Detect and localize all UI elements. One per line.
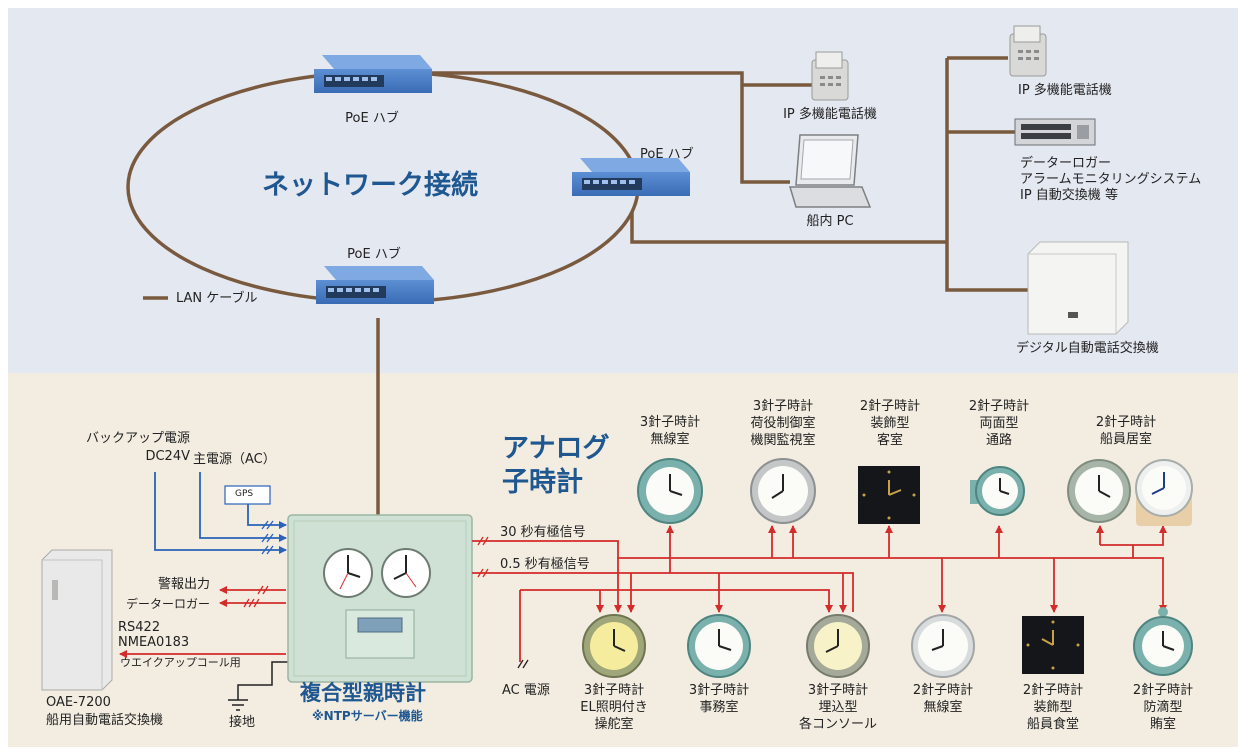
bottom-clock-label-6: 2針子時計 防滴型 賄室 bbox=[1132, 683, 1194, 732]
clock-bottom-galley bbox=[1133, 607, 1193, 676]
gps-label: GPS bbox=[235, 489, 254, 499]
rack-server bbox=[1014, 118, 1096, 146]
rs422-label: RS422 NMEA0183 bbox=[118, 620, 190, 650]
clock-bottom-bridge bbox=[582, 614, 646, 678]
poe-hub-2 bbox=[572, 158, 690, 196]
pc-label: 船内 PC bbox=[806, 214, 854, 229]
signal-05-label: 0.5 秒有極信号 bbox=[500, 557, 590, 572]
top-clock-label-5: 2針子時計 船員居室 bbox=[1095, 415, 1157, 447]
clock-bottom-office bbox=[687, 614, 751, 678]
top-clock-label-4: 2針子時計 両面型 通路 bbox=[968, 399, 1030, 448]
top-clock-label-2: 3針子時計 荷役制御室 機関監視室 bbox=[750, 399, 816, 448]
data-logger-label: データーロガー bbox=[125, 597, 210, 611]
clock-top-cargo-control bbox=[750, 458, 816, 524]
poe-hub-label-2: PoE ハブ bbox=[640, 147, 694, 162]
exchange-wires bbox=[119, 586, 286, 658]
clock-bottom-console bbox=[806, 614, 870, 678]
backup-power-label: バックアップ電源 DC24V bbox=[85, 431, 190, 464]
signal-lines bbox=[472, 525, 1167, 662]
ip-phone-1 bbox=[811, 51, 849, 101]
wakeup-call-label: ウエイクアップコール用 bbox=[120, 656, 241, 669]
clock-top-crew-cabin bbox=[1067, 459, 1193, 526]
bottom-clock-label-1: 3針子時計 EL照明付き 操舵室 bbox=[580, 683, 648, 732]
digital-pbx bbox=[1027, 241, 1129, 335]
ntp-server-note: ※NTPサーバー機能 bbox=[312, 709, 423, 723]
alarm-output-label: 警報出力 bbox=[157, 577, 210, 592]
signal-30-label: 30 秒有極信号 bbox=[500, 525, 586, 540]
main-power-label: 主電源（AC） bbox=[193, 452, 276, 467]
bottom-clock-label-2: 3針子時計 事務室 bbox=[688, 683, 750, 715]
master-clock-unit bbox=[287, 514, 473, 683]
bottom-clock-label-4: 2針子時計 無線室 bbox=[912, 683, 974, 715]
clock-area bbox=[8, 373, 1238, 747]
network-title: ネットワーク接続 bbox=[262, 170, 478, 201]
laptop-pc bbox=[788, 134, 872, 208]
bottom-clock-label-3: 3針子時計 埋込型 各コンソール bbox=[798, 683, 878, 732]
ip-phone-2 bbox=[1009, 25, 1047, 77]
ac-power-label: AC 電源 bbox=[502, 683, 550, 698]
oae-7200-label: OAE-7200 船用自動電話交換機 bbox=[46, 695, 164, 728]
power-wires bbox=[154, 472, 287, 554]
ground-label: 接地 bbox=[229, 715, 256, 730]
clock-top-radio-room bbox=[637, 458, 703, 524]
pbx-label: デジタル自動電話交換機 bbox=[1016, 341, 1159, 356]
clock-bottom-radio-room bbox=[911, 614, 975, 678]
clock-top-double-sided bbox=[970, 466, 1025, 516]
lan-legend: LAN ケーブル bbox=[176, 291, 258, 306]
poe-hub-label-1: PoE ハブ bbox=[345, 111, 399, 126]
clock-bottom-crew-mess bbox=[1022, 616, 1084, 674]
poe-hub-3 bbox=[316, 266, 434, 304]
bottom-clock-label-5: 2針子時計 装飾型 船員食堂 bbox=[1022, 683, 1084, 732]
master-clock-title: 複合型親時計 bbox=[300, 681, 426, 705]
poe-hub-1 bbox=[314, 55, 432, 93]
ip-phone-label-2: IP 多機能電話機 bbox=[1018, 83, 1112, 98]
gps-box bbox=[224, 485, 271, 505]
analog-slave-clock-title: アナログ 子時計 bbox=[502, 433, 610, 498]
oae-7200-cabinet bbox=[41, 549, 113, 691]
ground-symbol bbox=[228, 661, 288, 711]
top-clock-label-1: 3針子時計 無線室 bbox=[639, 415, 701, 447]
top-clock-label-3: 2針子時計 装飾型 客室 bbox=[859, 399, 921, 448]
poe-hub-label-3: PoE ハブ bbox=[347, 247, 401, 262]
clock-top-decorative-cabin bbox=[858, 466, 920, 524]
ip-phone-label-1: IP 多機能電話機 bbox=[783, 107, 877, 122]
server-label: データーロガー アラームモニタリングシステム IP 自動交換機 等 bbox=[1020, 156, 1202, 203]
